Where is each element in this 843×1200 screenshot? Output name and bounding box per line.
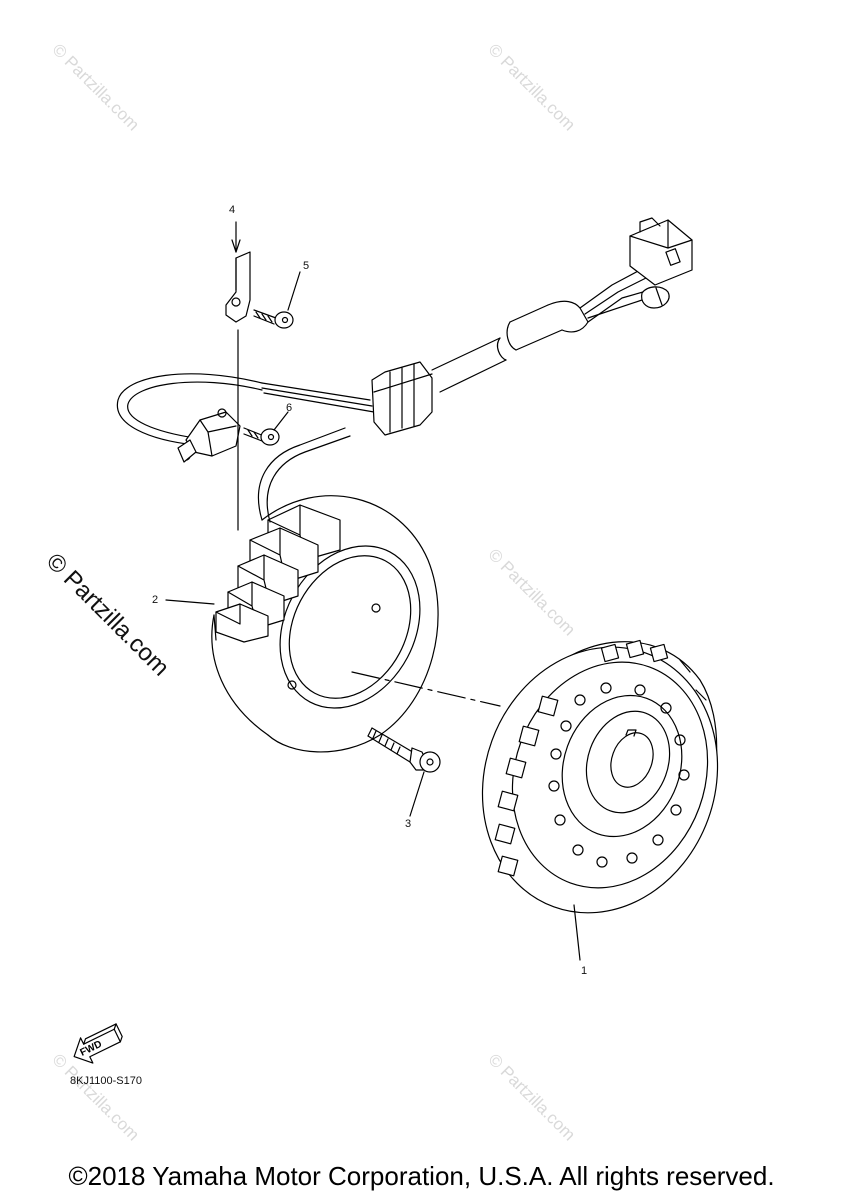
wire-harness — [116, 217, 693, 523]
callout-4: 4 — [229, 204, 236, 216]
fwd-arrow-icon — [73, 1023, 123, 1064]
callout-2: 2 — [152, 594, 159, 606]
callout-1: 1 — [581, 965, 588, 977]
stator-part — [211, 495, 439, 753]
leader-lines — [165, 221, 581, 961]
pickup-coil — [177, 408, 241, 463]
copyright-notice: ©2018 Yamaha Motor Corporation, U.S.A. A… — [68, 1161, 775, 1191]
callout-5: 5 — [303, 260, 310, 272]
wire-clamp-part — [225, 251, 251, 323]
callout-3: 3 — [405, 818, 412, 830]
callout-6: 6 — [286, 402, 293, 414]
bolt-part-3 — [367, 727, 441, 773]
diagram-reference-code: 8KJ1100-S170 — [70, 1075, 142, 1087]
screw-part-5 — [253, 309, 294, 329]
screw-part-6 — [243, 427, 280, 446]
rotor-part — [481, 639, 719, 914]
